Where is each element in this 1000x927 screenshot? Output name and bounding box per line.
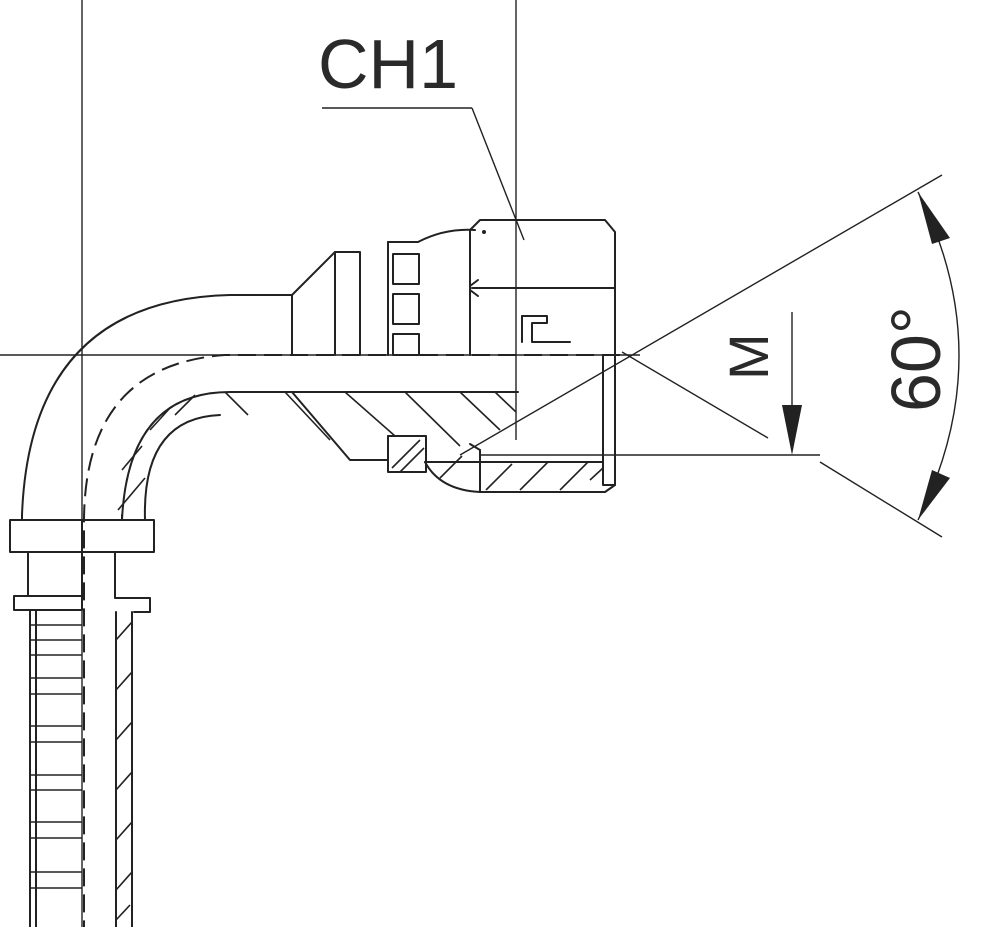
m-dimension-arrow <box>782 312 802 455</box>
cone-angle-lines <box>459 174 943 538</box>
reference-lines <box>0 0 820 927</box>
angle-label: 60° <box>877 306 955 412</box>
elbow-body <box>21 294 519 521</box>
angle-dimension-arc <box>917 191 960 521</box>
ch1-label: CH1 <box>318 25 458 103</box>
hex-body <box>291 228 476 473</box>
section-hatching <box>224 391 517 447</box>
swivel-nut <box>424 219 616 493</box>
bore-dashed-line <box>83 354 620 927</box>
hose-stem <box>29 394 196 927</box>
ch1-leader <box>322 107 525 241</box>
m-label: M <box>717 333 780 380</box>
hose-collar <box>9 514 155 613</box>
